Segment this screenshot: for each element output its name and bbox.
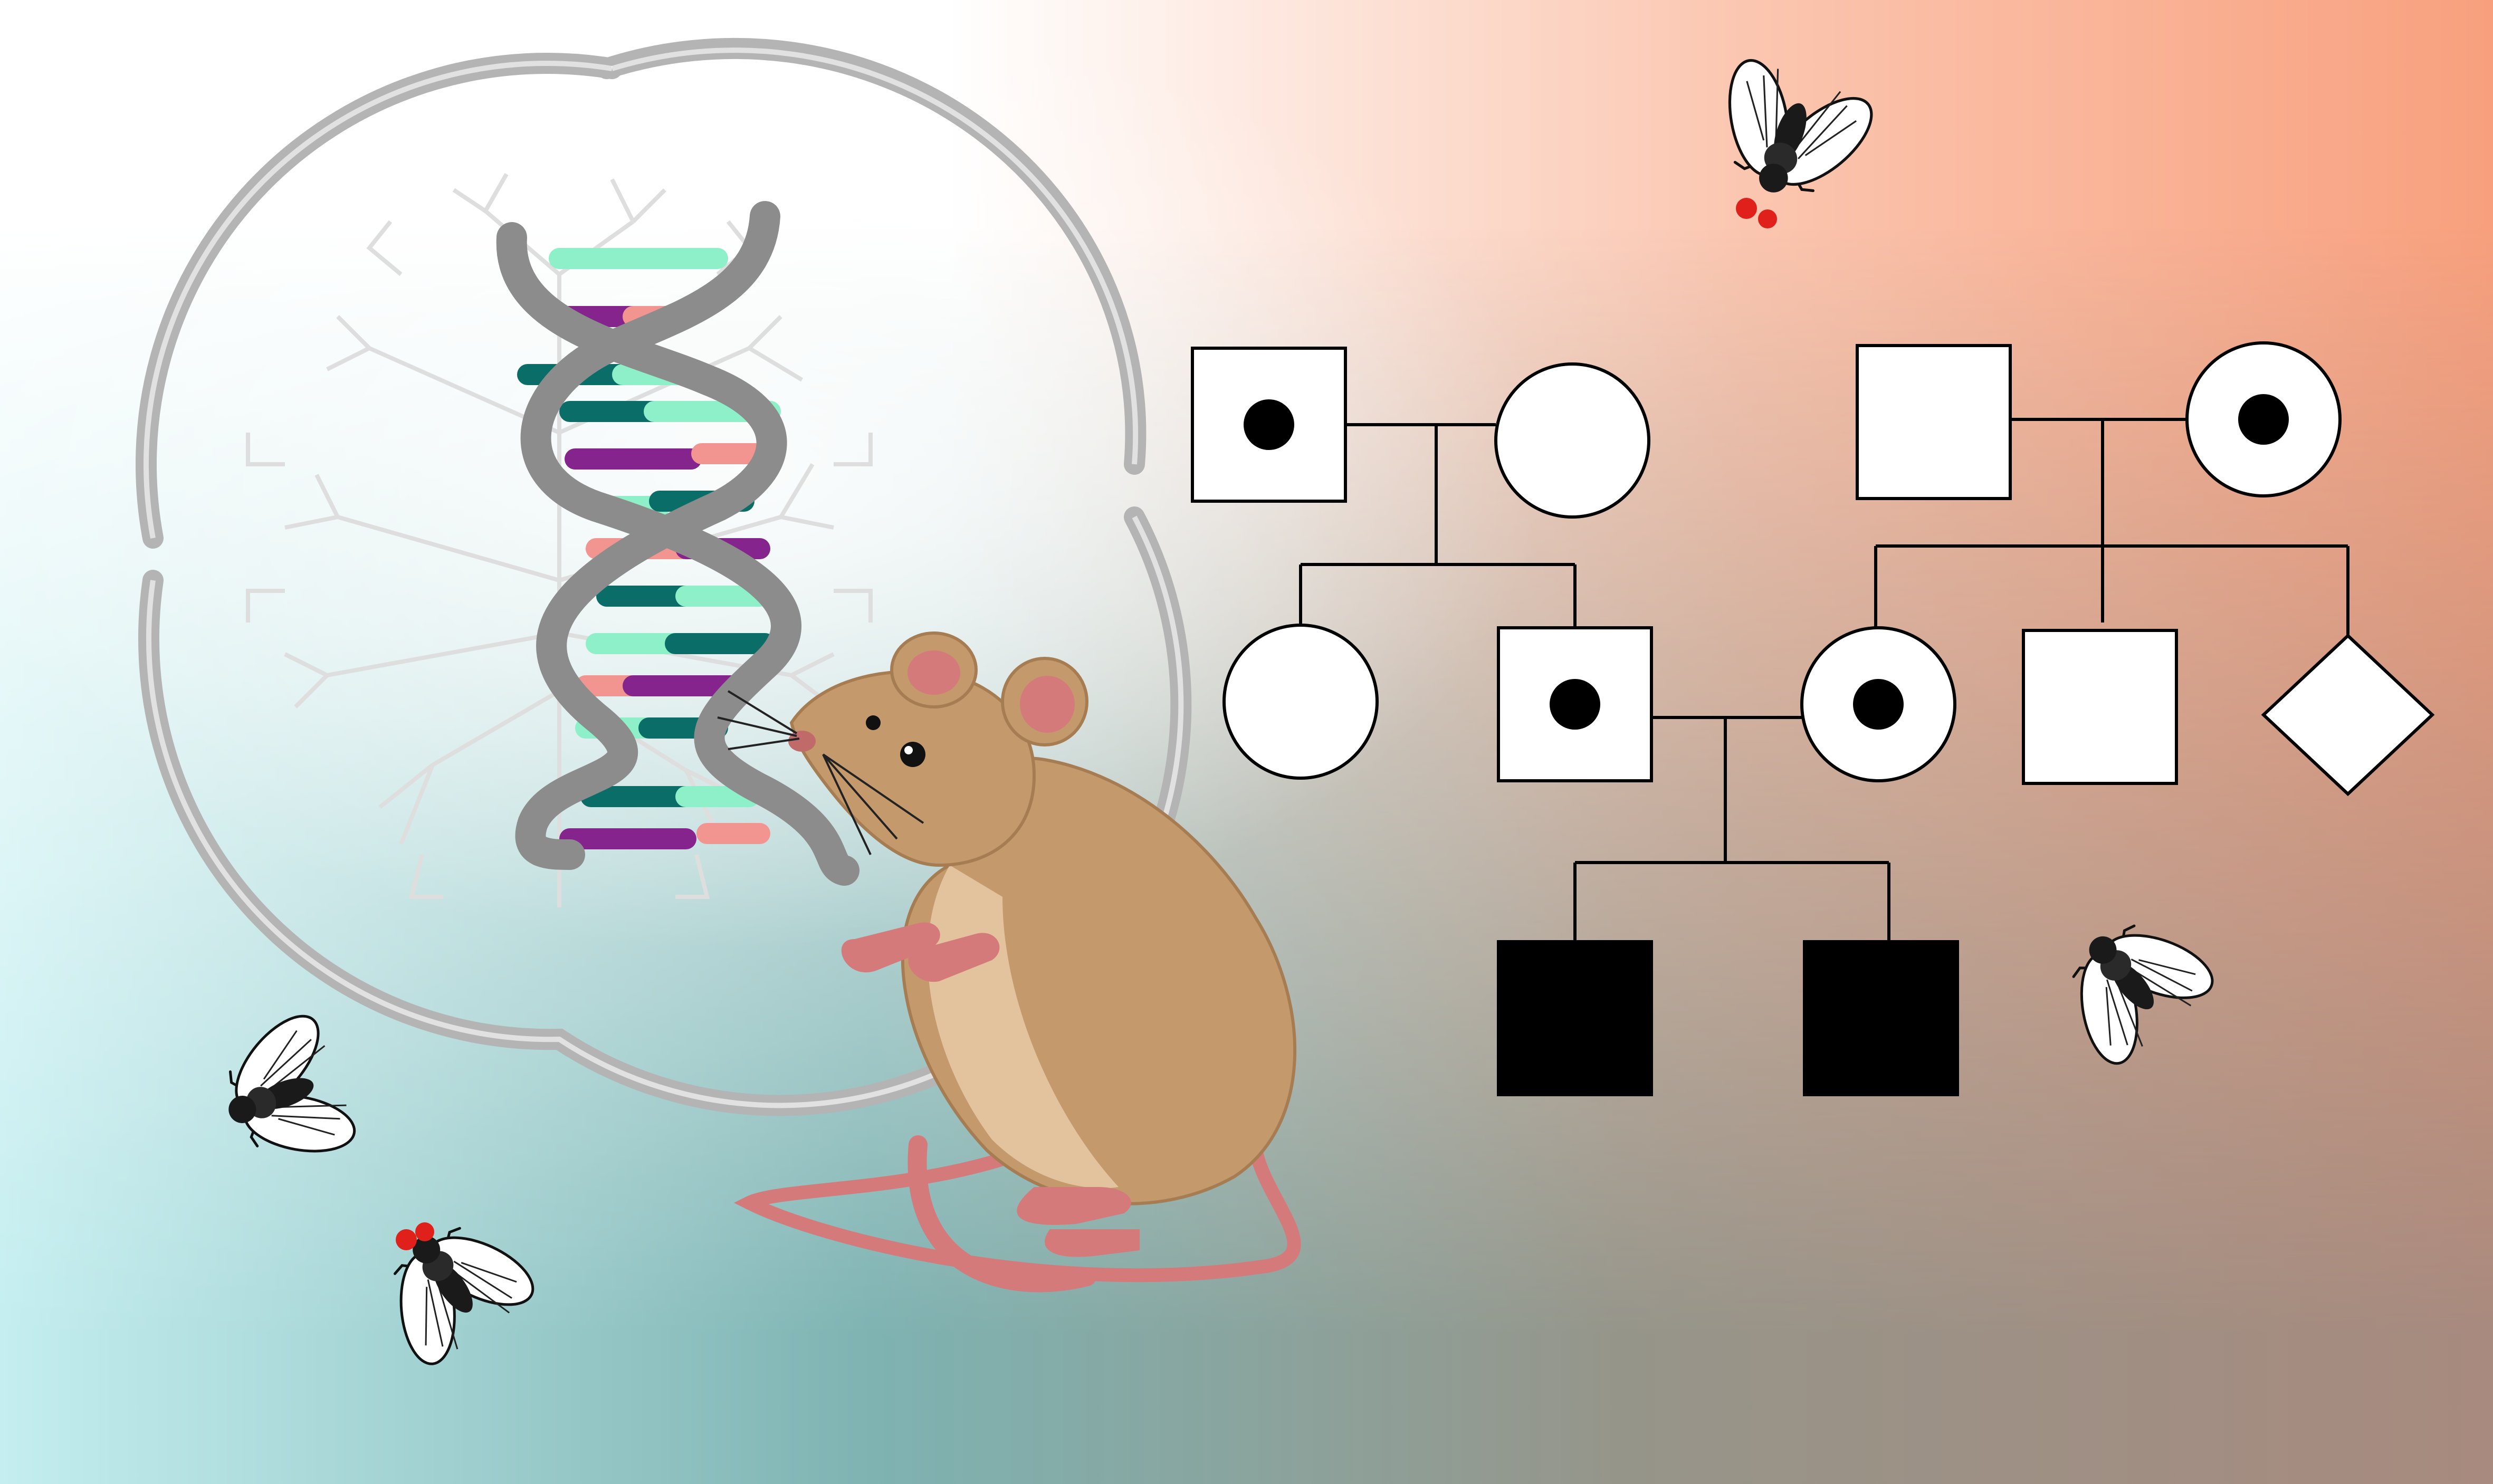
pedigree-carrier-dot [1853,679,1904,730]
pedigree-male-unaffected [2022,629,2178,785]
pedigree-chart [1191,341,2435,1096]
fly-eye [396,1229,417,1250]
pedigree-female-unaffected [1494,362,1650,519]
fly-eye [1736,198,1757,219]
pedigree-carrier-dot [1550,679,1600,730]
pedigree-unknown-sex [2261,633,2435,797]
pedigree-male-affected [1497,940,1653,1096]
dna-double-helix [496,201,859,886]
pedigree-male-affected [1803,940,1959,1096]
pedigree-female-unaffected [1222,624,1379,780]
fly-eye [1758,209,1777,228]
pedigree-male-unaffected [1856,344,2012,500]
fly-eye [415,1222,434,1241]
pedigree-carrier-dot [1244,399,1294,450]
pedigree-carrier-dot [2238,394,2289,445]
mouse [717,631,1301,1292]
